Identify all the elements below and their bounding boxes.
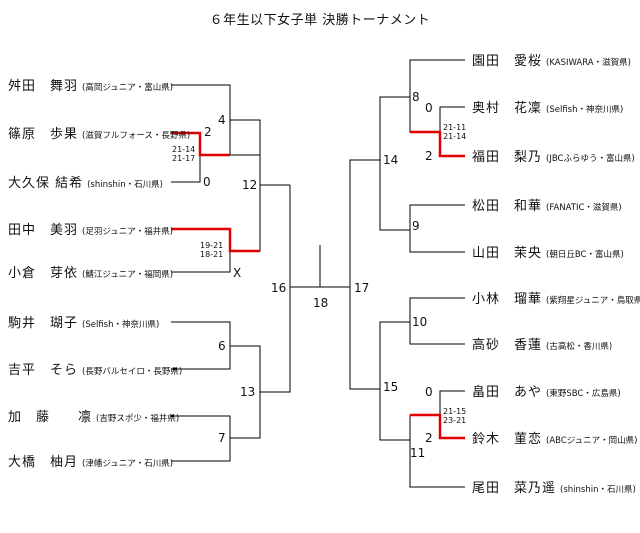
match-number: 14	[383, 153, 399, 167]
player-name: 小林 瑠華	[472, 292, 543, 307]
match-number: 6	[218, 339, 226, 353]
player-name: 園田 愛桜	[472, 54, 543, 69]
player-name: 舛田 舞羽	[8, 79, 79, 94]
player-right: 福田 梨乃(JBCふらゆう・富山県)	[472, 146, 635, 166]
player-club: (古高松・香川県)	[546, 342, 613, 352]
match-number: 18	[313, 296, 329, 310]
player-name: 松田 和華	[472, 199, 543, 214]
match-number: 4	[218, 113, 226, 127]
player-right: 尾田 菜乃遥(shinshin・石川県)	[472, 477, 636, 497]
player-right: 畠田 あや(東野SBC・広島県)	[472, 381, 621, 401]
player-club: (JBCふらゆう・富山県)	[546, 154, 635, 164]
match-number: 17	[354, 281, 370, 295]
player-name: 奥村 花凜	[472, 101, 543, 116]
player-left: 駒井 瑚子(Selfish・神奈川県)	[8, 312, 159, 332]
player-right: 山田 茉央(朝日丘BC・富山県)	[472, 242, 624, 262]
match-number: 13	[240, 385, 256, 399]
player-right: 鈴木 菫恋(ABCジュニア・岡山県)	[472, 428, 638, 448]
player-name: 山田 茉央	[472, 246, 543, 261]
result-mark: 0	[203, 175, 211, 189]
match-number: 7	[218, 431, 226, 445]
player-club: (津幡ジュニア・石川県)	[82, 459, 174, 469]
match-score: 21-11 21-14	[443, 123, 467, 141]
match-number: 12	[242, 178, 258, 192]
player-club: (FANATIC・滋賀県)	[546, 203, 622, 213]
player-club: (shinshin・石川県)	[87, 180, 163, 190]
page-title: ６年生以下女子単 決勝トーナメント	[209, 13, 431, 28]
match-score: 19-21 18-21	[200, 241, 224, 259]
player-club: (shinshin・石川県)	[560, 485, 636, 495]
match-number: 2	[204, 125, 212, 139]
player-name: 加 藤 凛	[8, 410, 93, 425]
player-club: (吉野スポ少・福井県)	[96, 414, 180, 424]
player-name: 篠原 歩果	[8, 127, 79, 142]
player-name: 畠田 あや	[472, 385, 543, 400]
player-left: 田中 美羽(足羽ジュニア・福井県)	[8, 219, 173, 239]
player-club: (朝日丘BC・富山県)	[546, 250, 624, 260]
player-name: 田中 美羽	[8, 223, 79, 238]
player-name: 鈴木 菫恋	[472, 432, 543, 447]
player-club: (滋賀フルフォース・長野県)	[82, 131, 191, 141]
player-club: (Selfish・神奈川県)	[82, 320, 160, 330]
player-name: 駒井 瑚子	[8, 316, 79, 331]
player-name: 大久保 結希	[8, 176, 84, 191]
result-mark: X	[233, 266, 242, 280]
player-left: 大久保 結希(shinshin・石川県)	[8, 172, 163, 192]
player-name: 小倉 芽依	[8, 266, 79, 281]
player-club: (足羽ジュニア・福井県)	[82, 227, 174, 237]
player-right: 園田 愛桜(KASIWARA・滋賀県)	[472, 50, 631, 70]
match-number: 16	[271, 281, 287, 295]
winner-paths	[171, 130, 465, 440]
player-name: 福田 梨乃	[472, 150, 543, 165]
player-club: (ABCジュニア・岡山県)	[546, 436, 638, 446]
player-left: 篠原 歩果(滋賀フルフォース・長野県)	[8, 123, 190, 143]
player-club: (Selfish・神奈川県)	[546, 105, 624, 115]
player-right: 高砂 香蓮(古高松・香川県)	[472, 334, 612, 354]
player-club: (高岡ジュニア・富山県)	[82, 83, 174, 93]
player-club: (東野SBC・広島県)	[546, 389, 621, 399]
player-club: (紫翔星ジュニア・鳥取県)	[546, 296, 640, 306]
player-left: 舛田 舞羽(高岡ジュニア・富山県)	[8, 75, 173, 95]
match-number: 15	[383, 380, 399, 394]
match-score: 21-14 21-17	[172, 145, 196, 163]
match-score: 21-15 23-21	[443, 407, 467, 425]
player-club: (鯖江ジュニア・福岡県)	[82, 270, 174, 280]
player-right: 小林 瑠華(紫翔星ジュニア・鳥取県)	[472, 288, 640, 308]
result-mark: 0	[425, 385, 433, 399]
result-mark: 2	[425, 149, 433, 163]
match-number: 10	[412, 315, 428, 329]
player-left: 小倉 芽依(鯖江ジュニア・福岡県)	[8, 262, 173, 282]
player-club: (KASIWARA・滋賀県)	[546, 58, 631, 68]
player-left: 加 藤 凛(吉野スポ少・福井県)	[8, 406, 179, 426]
result-mark: 2	[425, 431, 433, 445]
match-number: 8	[412, 90, 420, 104]
player-name: 高砂 香蓮	[472, 338, 543, 353]
player-name: 大橋 柚月	[8, 455, 79, 470]
player-left: 吉平 そら(長野バルセイロ・長野県)	[8, 359, 182, 379]
bracket-lines	[171, 59, 465, 488]
player-club: (長野バルセイロ・長野県)	[82, 367, 183, 377]
result-mark: 0	[425, 101, 433, 115]
player-name: 吉平 そら	[8, 363, 79, 378]
player-name: 尾田 菜乃遥	[472, 481, 557, 496]
match-number: 9	[412, 219, 420, 233]
match-number: 11	[410, 446, 426, 460]
player-right: 奥村 花凜(Selfish・神奈川県)	[472, 97, 623, 117]
player-left: 大橋 柚月(津幡ジュニア・石川県)	[8, 451, 173, 471]
player-right: 松田 和華(FANATIC・滋賀県)	[472, 195, 622, 215]
